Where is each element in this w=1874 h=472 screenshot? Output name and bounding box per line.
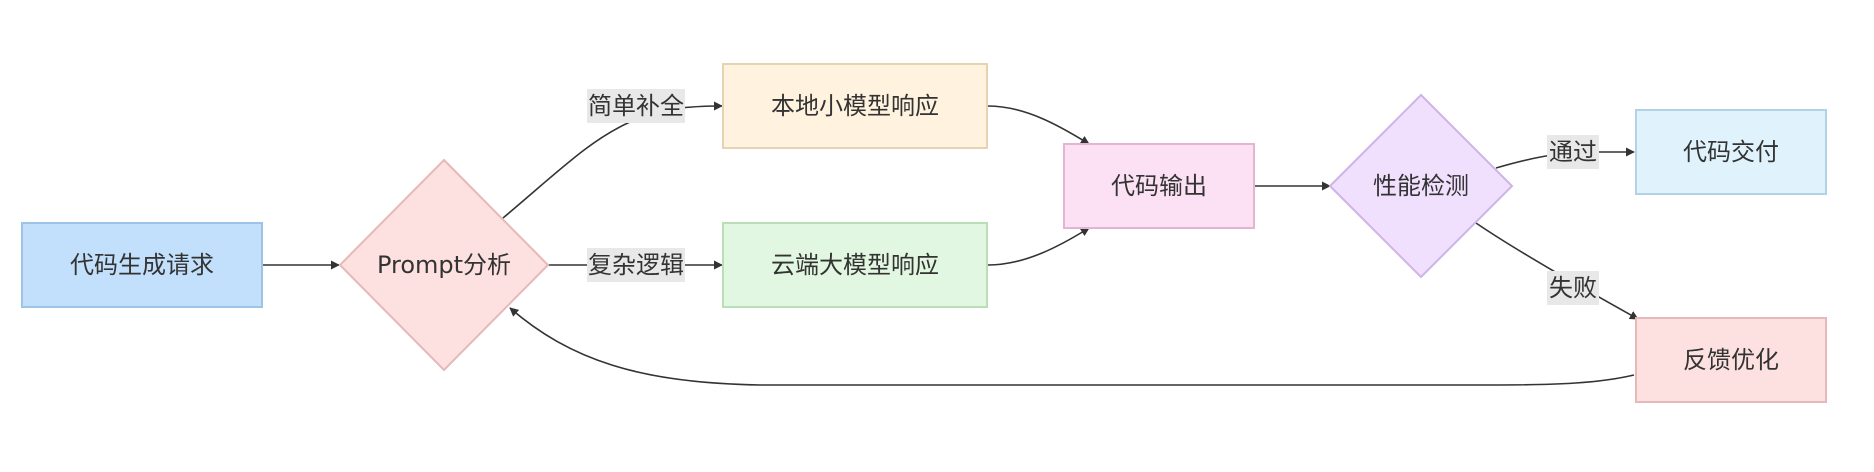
edges	[262, 101, 1639, 386]
node-deliver-label: 代码交付	[1683, 138, 1779, 166]
edge-label-complex: 复杂逻辑	[587, 248, 685, 282]
node-request-label: 代码生成请求	[70, 251, 214, 279]
edge-cloud-to-output	[987, 227, 1090, 266]
node-output[interactable]: 代码输出	[1063, 143, 1255, 229]
node-output-label: 代码输出	[1111, 172, 1207, 200]
node-request[interactable]: 代码生成请求	[21, 222, 263, 308]
edge-analysis-to-local	[502, 101, 723, 219]
edge-label-complex-text: 复杂逻辑	[588, 251, 684, 279]
node-feedback-label: 反馈优化	[1683, 346, 1779, 374]
node-check-label: 性能检测	[1373, 172, 1469, 200]
edge-label-fail: 失败	[1547, 271, 1599, 305]
node-cloud[interactable]: 云端大模型响应	[722, 222, 988, 308]
edge-label-simple: 简单补全	[587, 89, 685, 123]
edge-label-pass: 通过	[1547, 135, 1599, 169]
node-check[interactable]: 性能检测	[1328, 93, 1514, 279]
edge-local-to-output	[987, 105, 1090, 145]
node-deliver[interactable]: 代码交付	[1635, 109, 1827, 195]
edge-label-simple-text: 简单补全	[588, 92, 684, 120]
edge-label-fail-text: 失败	[1549, 274, 1597, 302]
node-feedback[interactable]: 反馈优化	[1635, 317, 1827, 403]
edge-feedback-to-analysis	[509, 307, 1635, 386]
node-analysis[interactable]: Prompt分析	[338, 158, 550, 372]
node-analysis-label: Prompt分析	[377, 251, 511, 279]
node-local[interactable]: 本地小模型响应	[722, 63, 988, 149]
edge-label-pass-text: 通过	[1549, 138, 1597, 166]
node-local-label: 本地小模型响应	[771, 92, 939, 120]
node-cloud-label: 云端大模型响应	[771, 251, 939, 279]
